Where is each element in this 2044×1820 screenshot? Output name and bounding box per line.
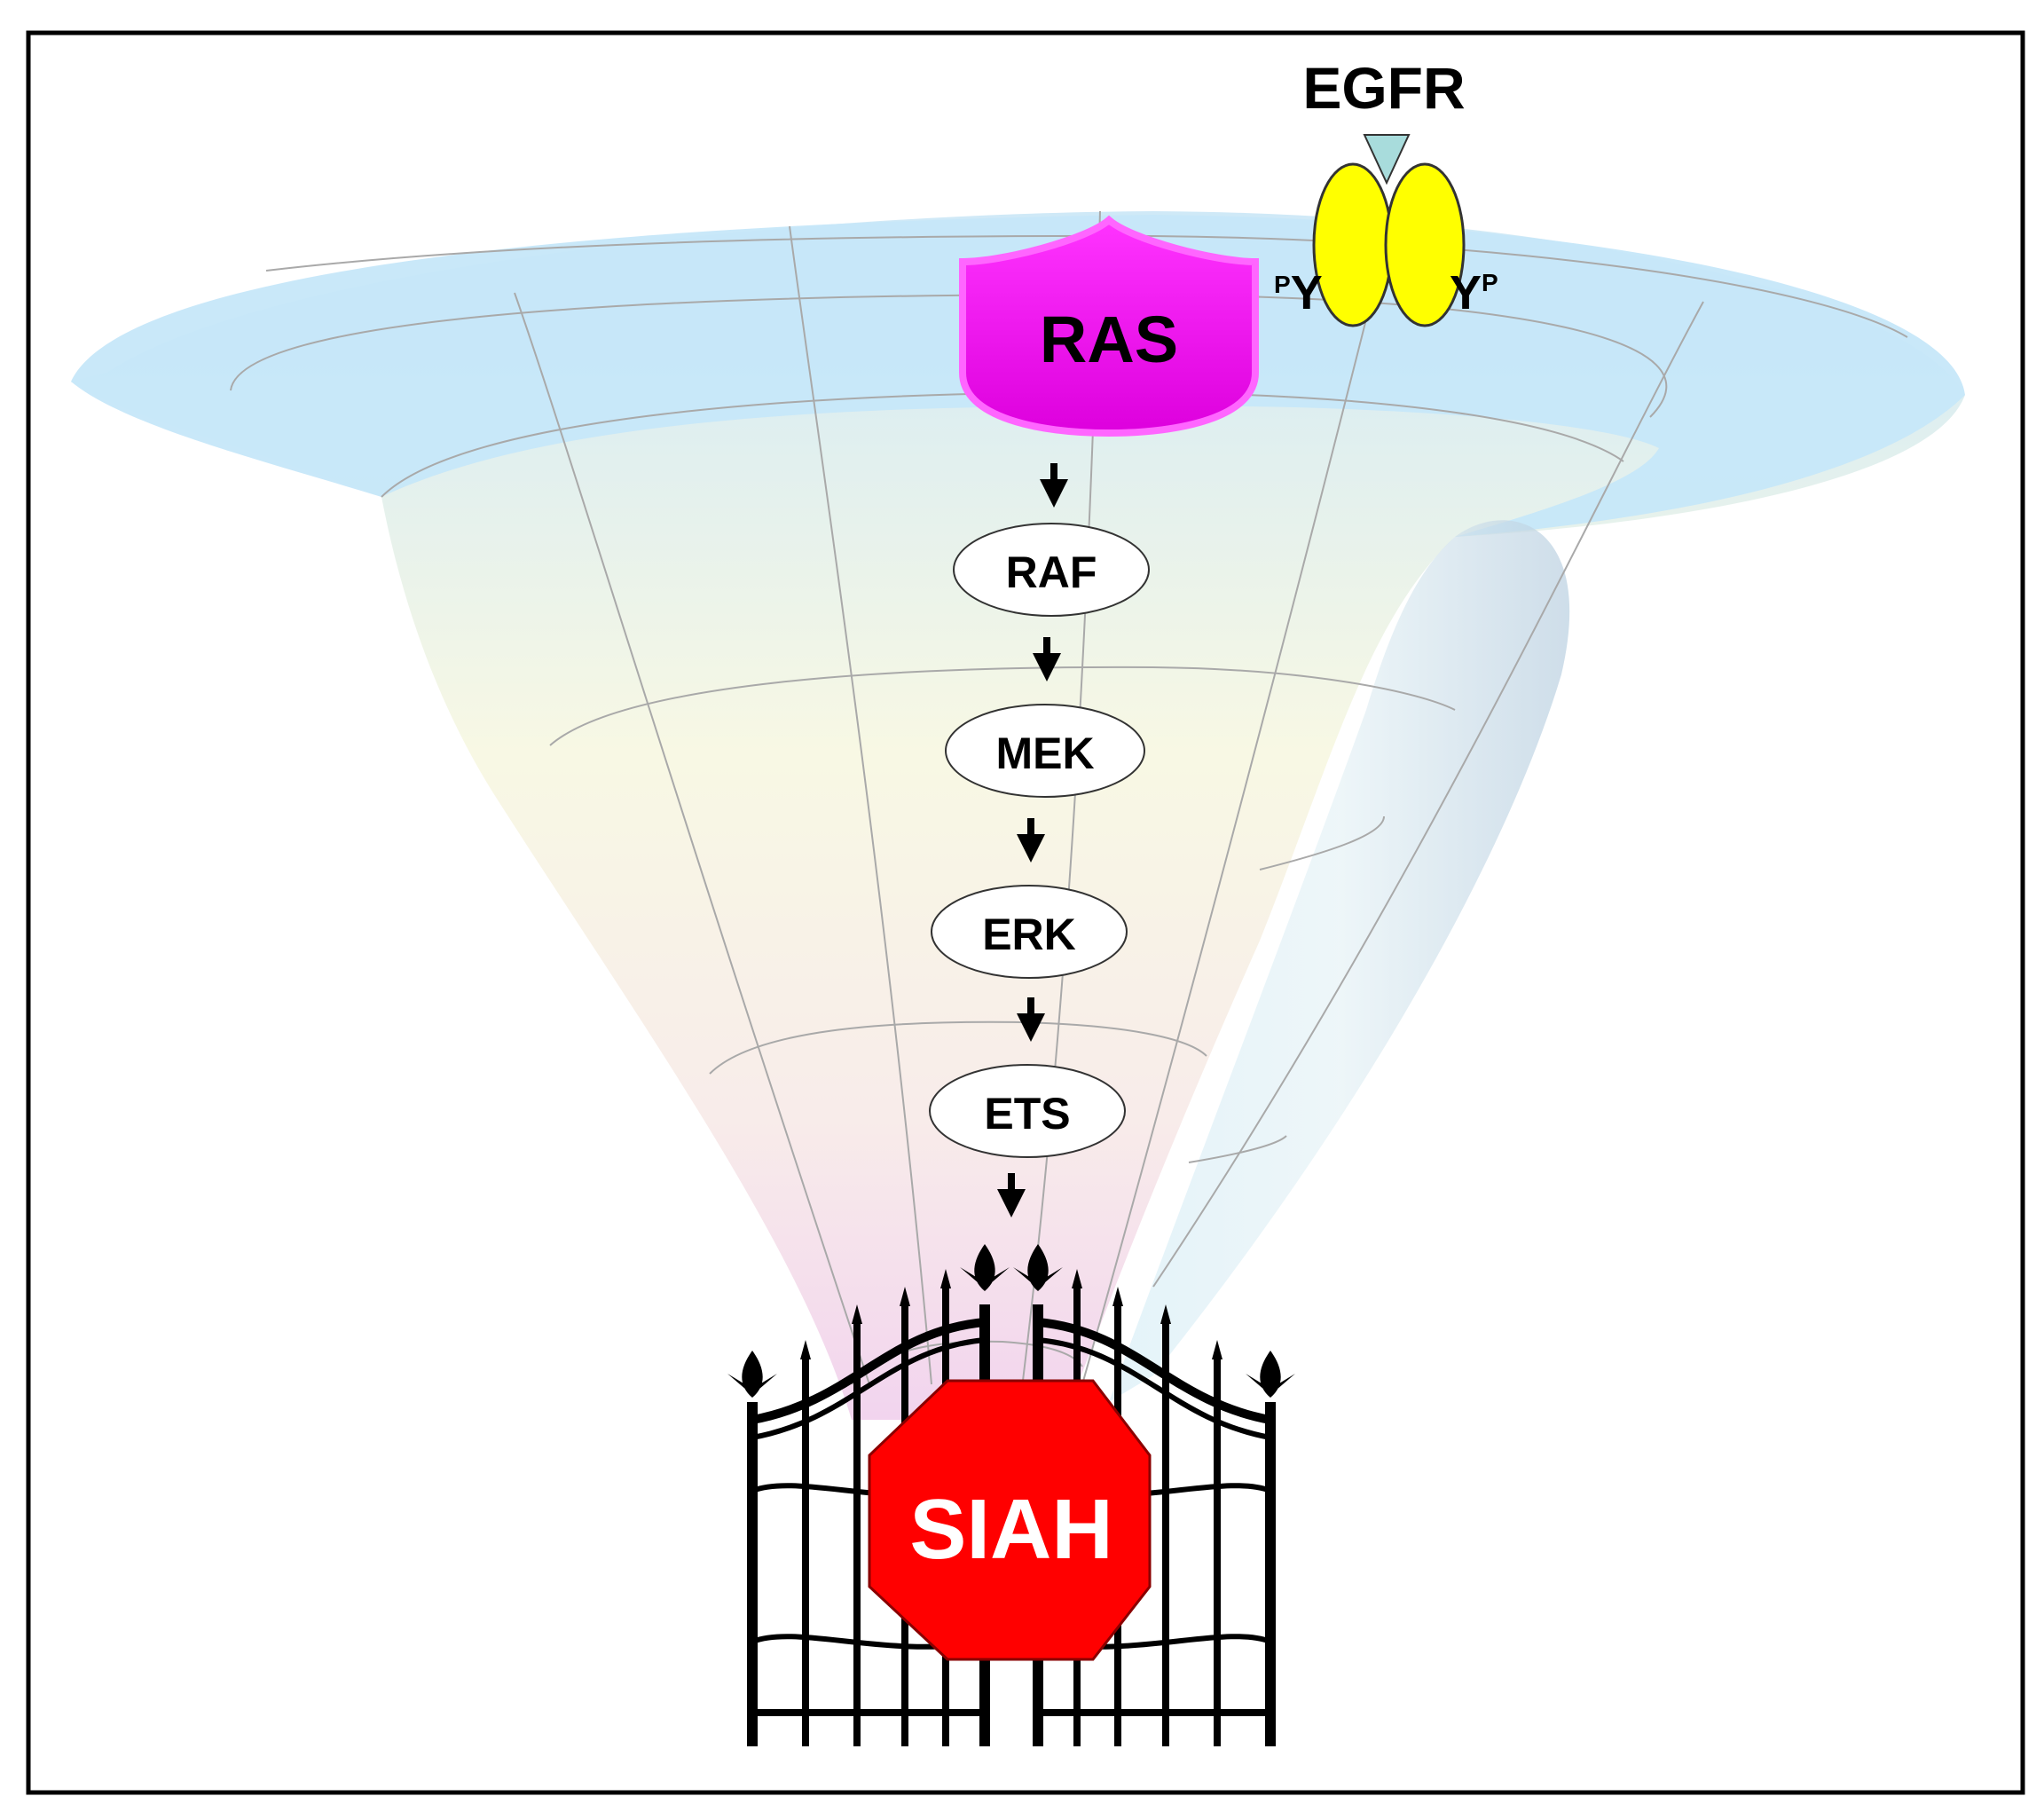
cascade-node-erk: ERK bbox=[931, 885, 1128, 979]
node-label: RAF bbox=[1006, 548, 1097, 597]
siah-stop-sign: SIAH bbox=[868, 1379, 1152, 1661]
node-ellipse bbox=[953, 523, 1150, 617]
cascade-node-mek: MEK bbox=[945, 704, 1145, 798]
ras-label: RAS bbox=[1040, 303, 1178, 376]
egfr-right-site: Y bbox=[1450, 266, 1482, 319]
ras-node: RAS bbox=[959, 215, 1259, 437]
node-ellipse bbox=[929, 1064, 1126, 1158]
ras-shield bbox=[959, 215, 1259, 437]
node-label: MEK bbox=[995, 729, 1094, 778]
funnel-inner-wall bbox=[1109, 520, 1570, 1402]
node-ellipse bbox=[945, 704, 1145, 798]
cascade-arrows bbox=[997, 463, 1068, 1217]
stop-sign-octagon bbox=[868, 1379, 1152, 1661]
egfr-left-subunit bbox=[1312, 162, 1394, 327]
cascade-node-raf: RAF bbox=[953, 523, 1150, 617]
node-label: ETS bbox=[984, 1089, 1070, 1138]
egfr-title: EGFR bbox=[1302, 55, 1465, 121]
cascade-node-ets: ETS bbox=[929, 1064, 1126, 1158]
node-label: ERK bbox=[982, 910, 1076, 959]
egfr-left-phospho-site: PY bbox=[1274, 266, 1323, 319]
egfr-right-phospho-site: YP bbox=[1450, 266, 1498, 319]
egfr-ligand-icon bbox=[1363, 134, 1411, 185]
siah-label: SIAH bbox=[909, 1482, 1112, 1577]
egfr-left-site: Y bbox=[1291, 266, 1323, 319]
funnel-body bbox=[71, 211, 1965, 1420]
node-ellipse bbox=[931, 885, 1128, 979]
egfr-right-subunit bbox=[1384, 162, 1466, 327]
gate-finials bbox=[727, 1244, 1295, 1398]
egfr-receptor: EGFR PY YP bbox=[1274, 55, 1498, 327]
egfr-left-site-sup: P bbox=[1274, 271, 1291, 298]
egfr-right-site-sup: P bbox=[1482, 269, 1498, 296]
